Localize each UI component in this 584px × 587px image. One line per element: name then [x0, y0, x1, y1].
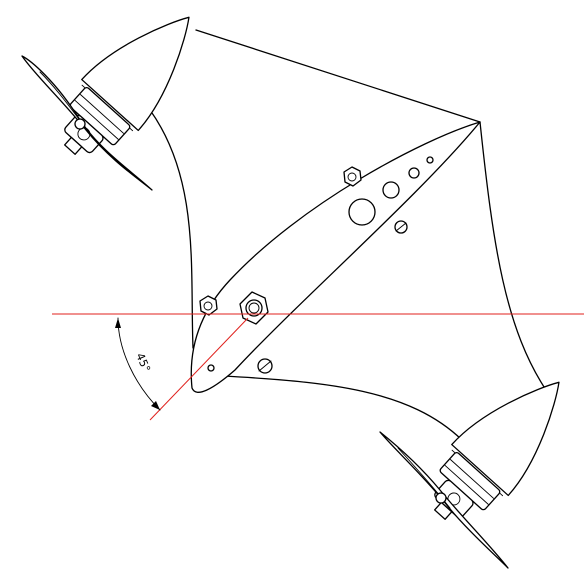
motor-assembly-bottom-right — [434, 381, 560, 520]
propeller-bottom-right-inner — [397, 447, 451, 509]
propeller-top-left-inner — [39, 71, 93, 137]
angle-label: 45° — [133, 351, 153, 374]
arrowhead-bottom — [151, 401, 160, 410]
left-edge — [149, 109, 194, 349]
hex-nut-left — [199, 295, 218, 316]
angle-arc — [117, 317, 161, 411]
hex-nut-top — [343, 166, 362, 187]
hex-nut-large — [239, 291, 269, 325]
hole-small — [408, 167, 420, 179]
screw-bottom — [257, 358, 273, 374]
wing-boom — [190, 121, 481, 393]
hole-large — [348, 198, 376, 226]
arrowhead-top — [115, 318, 121, 328]
screw-right — [394, 220, 408, 234]
diagonal-reference-line — [149, 317, 249, 421]
motor-assembly-top-left — [64, 16, 190, 155]
lightening-holes — [207, 156, 434, 372]
top-edge — [195, 29, 481, 123]
frame-outline — [149, 29, 549, 441]
spinner-cone — [451, 381, 560, 497]
spinner-cone — [81, 16, 190, 132]
prop-hub-top-left — [74, 118, 86, 130]
right-edge — [479, 121, 549, 394]
prop-hub-bottom-right — [435, 492, 447, 504]
hole-end — [207, 364, 215, 372]
propeller-top-left — [21, 55, 153, 191]
angle-dimension: 45° — [115, 317, 161, 411]
hole-tiny — [426, 156, 434, 164]
bottom-edge — [223, 375, 463, 441]
hole-medium — [382, 181, 400, 199]
